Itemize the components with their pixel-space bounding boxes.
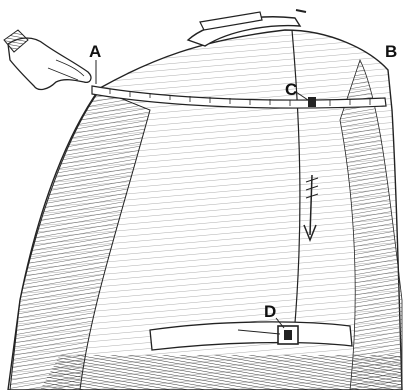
hand-icon bbox=[4, 30, 91, 89]
label-a: A bbox=[89, 42, 101, 61]
label-c: C bbox=[285, 80, 297, 99]
label-b: B bbox=[385, 42, 397, 61]
label-d: D bbox=[264, 302, 276, 321]
